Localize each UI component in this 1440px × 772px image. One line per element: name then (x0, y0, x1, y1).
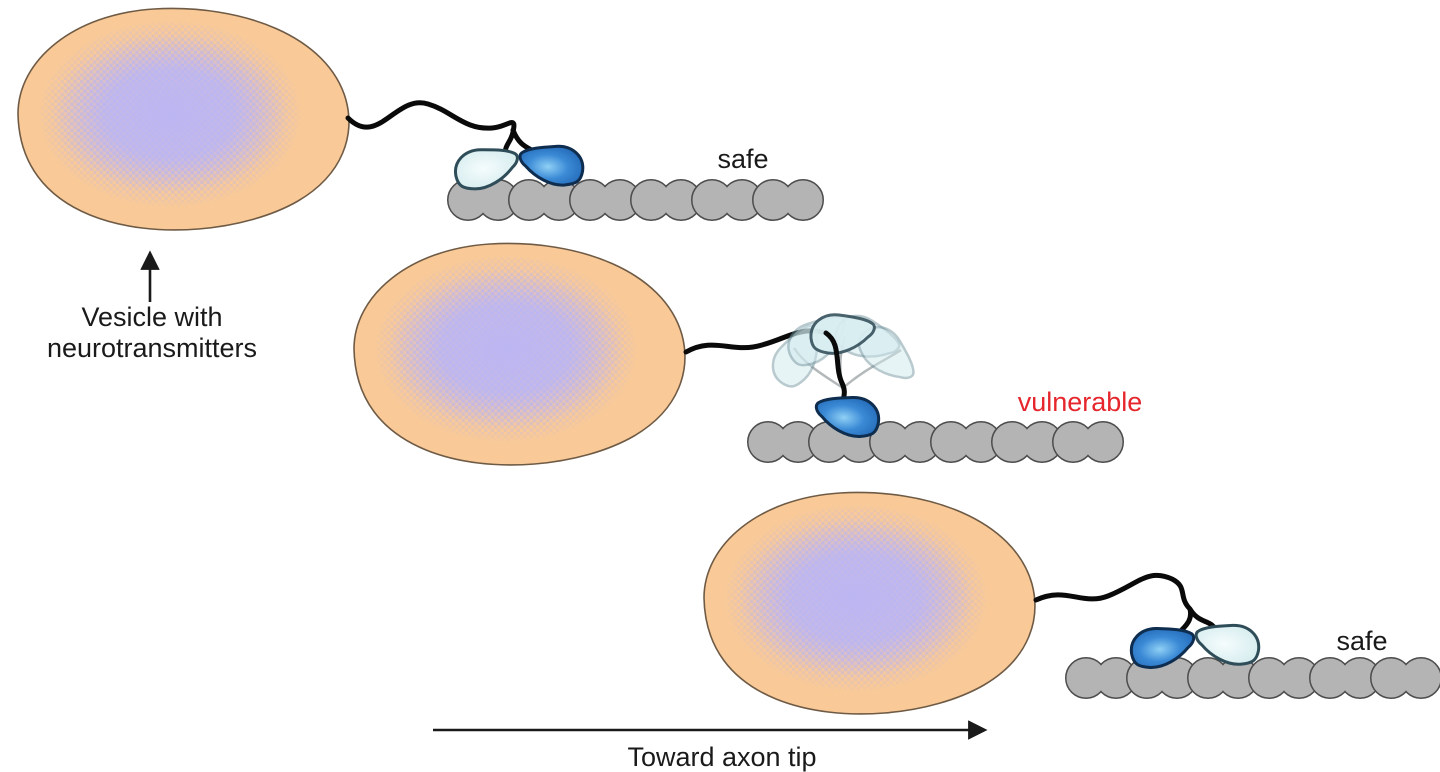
microtubule (447, 179, 824, 221)
microtubule (747, 421, 1124, 463)
scene-middle: vulnerable (354, 243, 1142, 464)
tether (1033, 572, 1219, 636)
label-safe-bottom: safe (1336, 626, 1387, 656)
microtubule (1065, 657, 1440, 699)
scene-bottom: safe (704, 492, 1440, 713)
vesicle (354, 243, 685, 464)
direction-indicator: Toward axon tip (433, 720, 988, 772)
scene-top: safe (18, 8, 824, 229)
vesicle-caption-line1: Vesicle with (81, 302, 222, 332)
tether (345, 100, 546, 162)
vesicle-caption-line2: neurotransmitters (47, 333, 257, 363)
direction-label: Toward axon tip (627, 742, 816, 772)
label-safe-top: safe (717, 144, 768, 174)
vesicle (704, 492, 1035, 713)
vesicle-callout: Vesicle with neurotransmitters (47, 250, 257, 363)
vesicle (18, 8, 349, 229)
label-vulnerable: vulnerable (1018, 387, 1143, 417)
